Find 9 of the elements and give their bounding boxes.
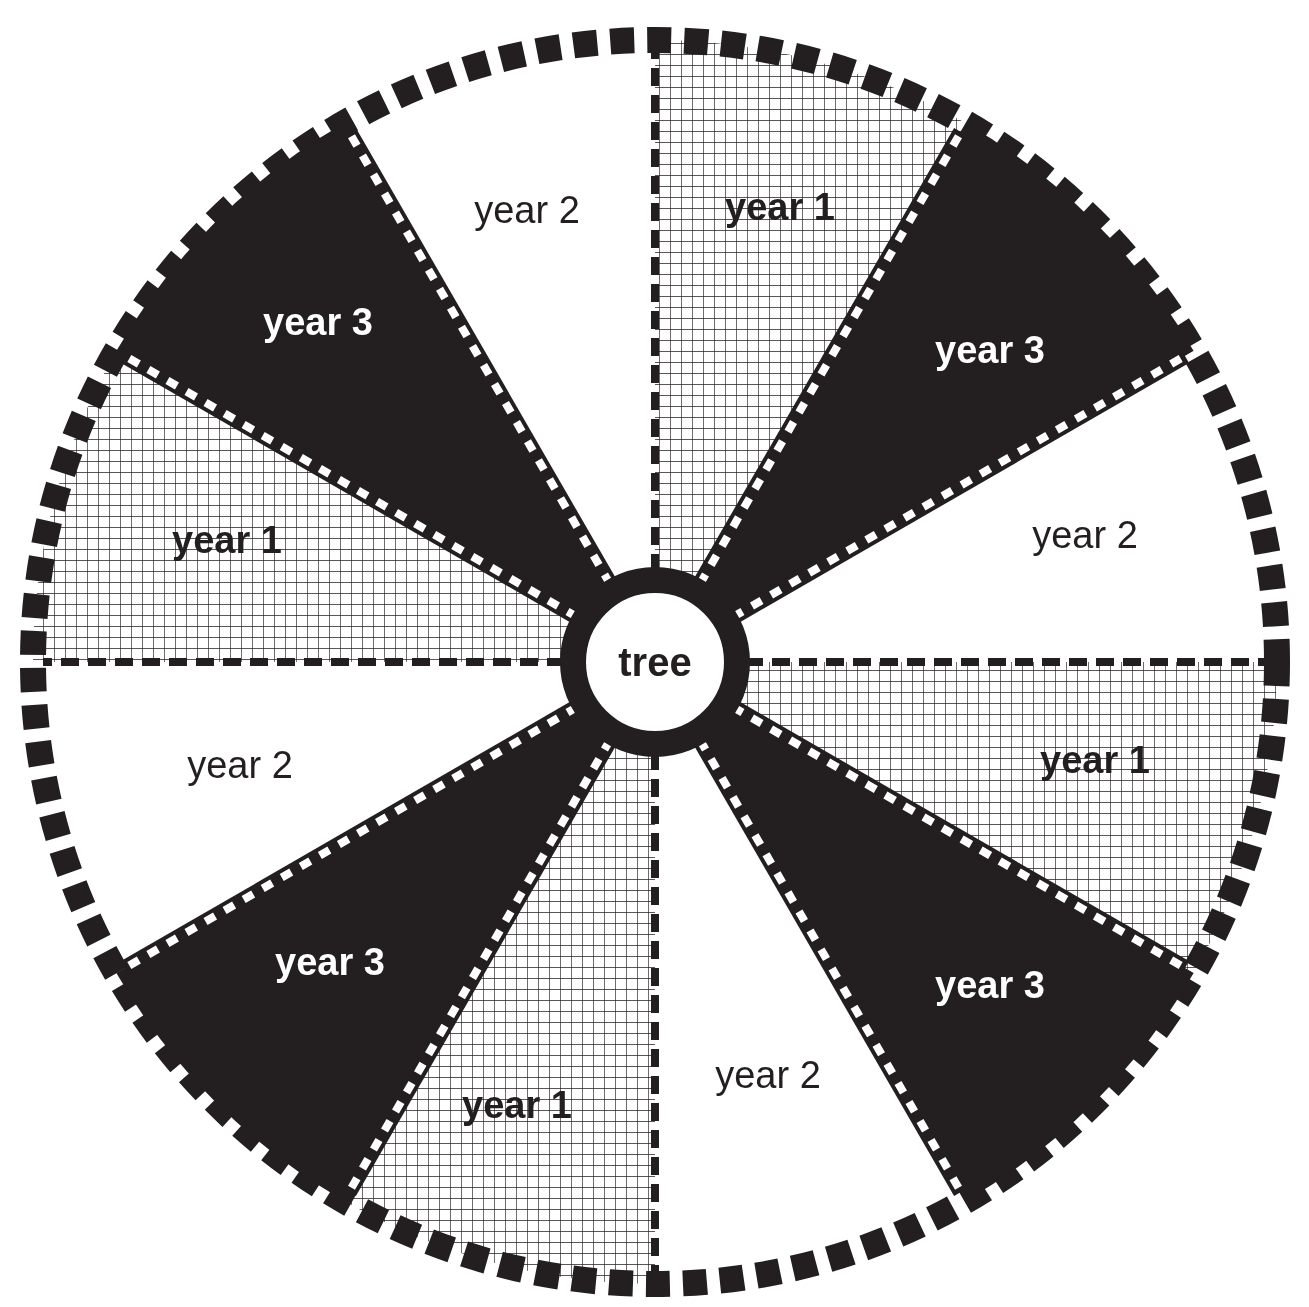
sector-label: year 2	[474, 191, 580, 229]
sector-label: year 2	[187, 746, 293, 784]
sector-label: year 3	[935, 966, 1045, 1004]
sector-label: year 3	[263, 303, 373, 341]
sector-label: year 3	[935, 331, 1045, 369]
sector-label: year 2	[715, 1056, 821, 1094]
center-label: tree	[618, 642, 692, 682]
sector-label: year 3	[275, 943, 385, 981]
sector-label: year 2	[1032, 516, 1138, 554]
